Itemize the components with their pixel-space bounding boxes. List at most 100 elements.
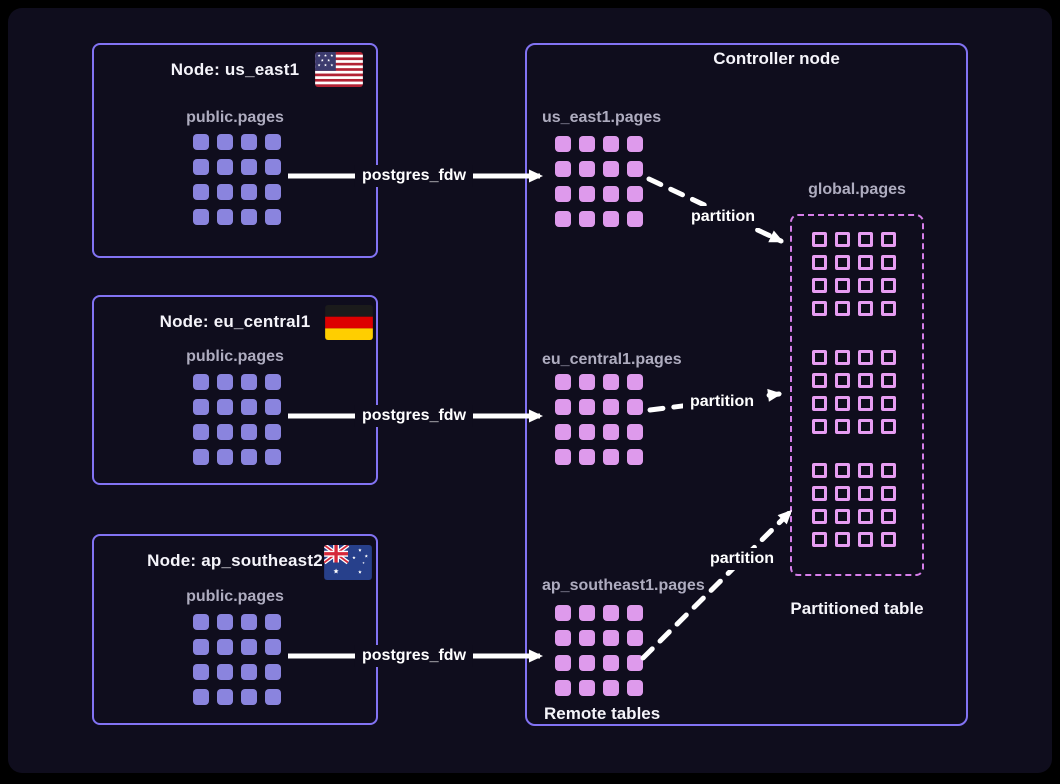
table-cell [217,159,233,175]
diagram-background [8,8,1052,773]
table-cell [579,399,595,415]
table-cell [265,209,281,225]
remote-table-label: us_east1.pages [542,109,662,126]
table-cell [627,655,643,671]
table-cell [881,419,896,434]
table-cell [265,184,281,200]
remote-table-label: ap_southeast1.pages [542,577,705,594]
table-cell [858,486,873,501]
remote-tables-caption: Remote tables [544,704,661,723]
table-cell [217,374,233,390]
table-cell [241,614,257,630]
table-cell [217,134,233,150]
table-cell [812,373,827,388]
table-cell [579,186,595,202]
table-cell [881,350,896,365]
table-cell [627,161,643,177]
table-cell [579,161,595,177]
table-cell [603,655,619,671]
table-cell [627,424,643,440]
table-cell [265,424,281,440]
table-cell [858,419,873,434]
table-cell [835,396,850,411]
table-cell [627,374,643,390]
table-cell [812,396,827,411]
table-cell [555,449,571,465]
table-cell [881,532,896,547]
table-cell [881,463,896,478]
table-cell [241,209,257,225]
partition-arrow-label: partition [684,206,762,228]
table-cell [579,680,595,696]
table-cell [627,186,643,202]
table-cell [555,186,571,202]
table-cell [555,211,571,227]
table-cell [193,399,209,415]
australia-flag-icon [324,545,372,580]
table-cell [579,424,595,440]
table-cell [217,424,233,440]
table-cell [265,134,281,150]
table-cell [835,278,850,293]
table-name-label: public.pages [186,588,284,605]
table-cell [858,373,873,388]
node-box-eu-central1: Node: eu_central1 public.pages [92,295,378,485]
table-cell [217,689,233,705]
fdw-arrow-label: postgres_fdw [354,645,474,667]
node-title: Node: us_east1 [170,60,300,79]
remote-table-label: eu_central1.pages [542,351,682,368]
table-cell [835,532,850,547]
table-cell [812,532,827,547]
table-cell [555,424,571,440]
table-cell [858,532,873,547]
node-box-ap-southeast2: Node: ap_southeast2 public.pages [92,534,378,725]
table-cell [579,605,595,621]
fdw-arrow-label: postgres_fdw [354,165,474,187]
table-cell [858,301,873,316]
local-table-grid [193,134,281,225]
table-cell [241,399,257,415]
table-cell [881,486,896,501]
table-cell [217,449,233,465]
table-cell [858,232,873,247]
table-cell [881,301,896,316]
partitioned-table-box [790,214,924,576]
table-cell [193,184,209,200]
table-cell [858,396,873,411]
table-cell [193,374,209,390]
table-cell [265,689,281,705]
table-cell [265,639,281,655]
table-cell [858,278,873,293]
table-cell [881,278,896,293]
table-cell [579,211,595,227]
table-cell [193,209,209,225]
table-cell [881,509,896,524]
table-cell [241,374,257,390]
table-cell [603,399,619,415]
table-cell [627,605,643,621]
partition-grid [812,350,896,434]
table-cell [217,209,233,225]
table-cell [555,374,571,390]
table-cell [812,350,827,365]
table-cell [241,159,257,175]
partition-arrow-label: partition [683,391,761,413]
node-box-us-east1: Node: us_east1 [92,43,378,258]
table-cell [193,159,209,175]
table-cell [193,689,209,705]
table-cell [193,614,209,630]
table-cell [217,399,233,415]
table-cell [193,449,209,465]
table-cell [217,664,233,680]
table-cell [603,680,619,696]
table-cell [217,184,233,200]
controller-node-box: Controller node us_east1.pages eu_centra… [525,43,968,726]
table-cell [579,374,595,390]
partitioned-table-caption: Partitioned table [790,599,924,618]
table-cell [881,232,896,247]
table-cell [555,655,571,671]
table-cell [627,449,643,465]
table-cell [603,186,619,202]
global-pages-label: global.pages [808,181,906,198]
table-cell [193,424,209,440]
